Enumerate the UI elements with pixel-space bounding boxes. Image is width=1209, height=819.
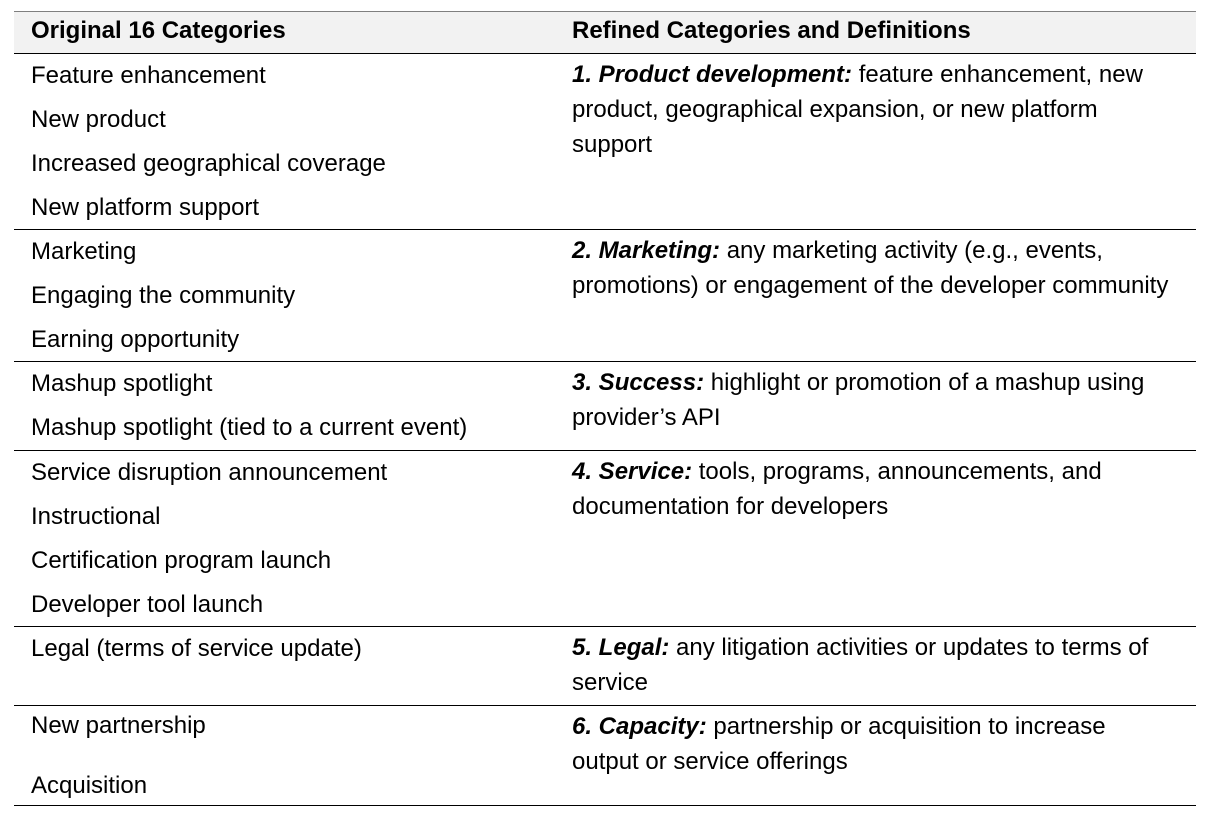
refined-category-name: 6. Capacity: (572, 713, 707, 740)
original-category: Mashup spotlight (tied to a current even… (31, 414, 468, 441)
original-category: Legal (terms of service update) (31, 635, 362, 662)
refined-category-cell: 5. Legal: any litigation activities or u… (556, 627, 1196, 705)
refined-category-name: 3. Success: (572, 369, 705, 396)
original-category: Increased geographical coverage (31, 150, 386, 177)
original-category: Earning opportunity (31, 326, 240, 353)
original-category: Marketing (31, 238, 137, 265)
refined-category-cell: 4. Service: tools, programs, announcemen… (556, 451, 1196, 626)
table-row: Marketing Engaging the community Earning… (14, 230, 1196, 362)
refined-category-cell: 1. Product development: feature enhancem… (556, 54, 1196, 229)
table-row: Feature enhancement New product Increase… (14, 54, 1196, 230)
original-categories-cell: Service disruption announcement Instruct… (14, 451, 556, 626)
refined-category-definition: partnership or acquisition to increase o… (572, 713, 1106, 775)
original-category: Instructional (31, 503, 161, 530)
original-category: Mashup spotlight (31, 370, 213, 397)
header-original-categories: Original 16 Categories (31, 17, 286, 44)
original-category: New product (31, 106, 166, 133)
original-category: New platform support (31, 194, 260, 221)
table-row: Service disruption announcement Instruct… (14, 451, 1196, 627)
table-row: Mashup spotlight Mashup spotlight (tied … (14, 362, 1196, 451)
original-category: Developer tool launch (31, 591, 264, 618)
original-category: Feature enhancement (31, 62, 266, 89)
table-row: New partnership Acquisition 6. Capacity:… (14, 706, 1196, 806)
table-row: Legal (terms of service update) 5. Legal… (14, 627, 1196, 706)
categories-table: Original 16 Categories Refined Categorie… (14, 11, 1196, 806)
original-categories-cell: Marketing Engaging the community Earning… (14, 230, 556, 361)
original-category: Service disruption announcement (31, 459, 388, 486)
original-category: Acquisition (31, 772, 148, 799)
original-category: Certification program launch (31, 547, 332, 574)
original-category: New partnership (31, 712, 206, 739)
original-categories-cell: Mashup spotlight Mashup spotlight (tied … (14, 362, 556, 450)
refined-category-name: 5. Legal: (572, 634, 670, 661)
header-refined-categories: Refined Categories and Definitions (572, 17, 971, 44)
table-header: Original 16 Categories Refined Categorie… (14, 11, 1196, 54)
refined-category-definition: any marketing activity (e.g., events, pr… (572, 237, 1169, 299)
refined-category-name: 4. Service: (572, 458, 693, 485)
refined-category-definition: highlight or promotion of a mashup using… (572, 369, 1145, 431)
refined-category-definition: any litigation activities or updates to … (572, 634, 1149, 696)
refined-category-name: 1. Product development: (572, 61, 853, 88)
original-categories-cell: New partnership Acquisition (14, 706, 556, 805)
original-categories-cell: Legal (terms of service update) (14, 627, 556, 705)
refined-category-name: 2. Marketing: (572, 237, 721, 264)
refined-category-definition: tools, programs, announcements, and docu… (572, 458, 1102, 520)
refined-category-cell: 6. Capacity: partnership or acquisition … (556, 706, 1196, 805)
original-category: Engaging the community (31, 282, 296, 309)
original-categories-cell: Feature enhancement New product Increase… (14, 54, 556, 229)
refined-category-cell: 2. Marketing: any marketing activity (e.… (556, 230, 1196, 361)
refined-category-definition: feature enhancement, new product, geogra… (572, 61, 1143, 158)
refined-category-cell: 3. Success: highlight or promotion of a … (556, 362, 1196, 450)
